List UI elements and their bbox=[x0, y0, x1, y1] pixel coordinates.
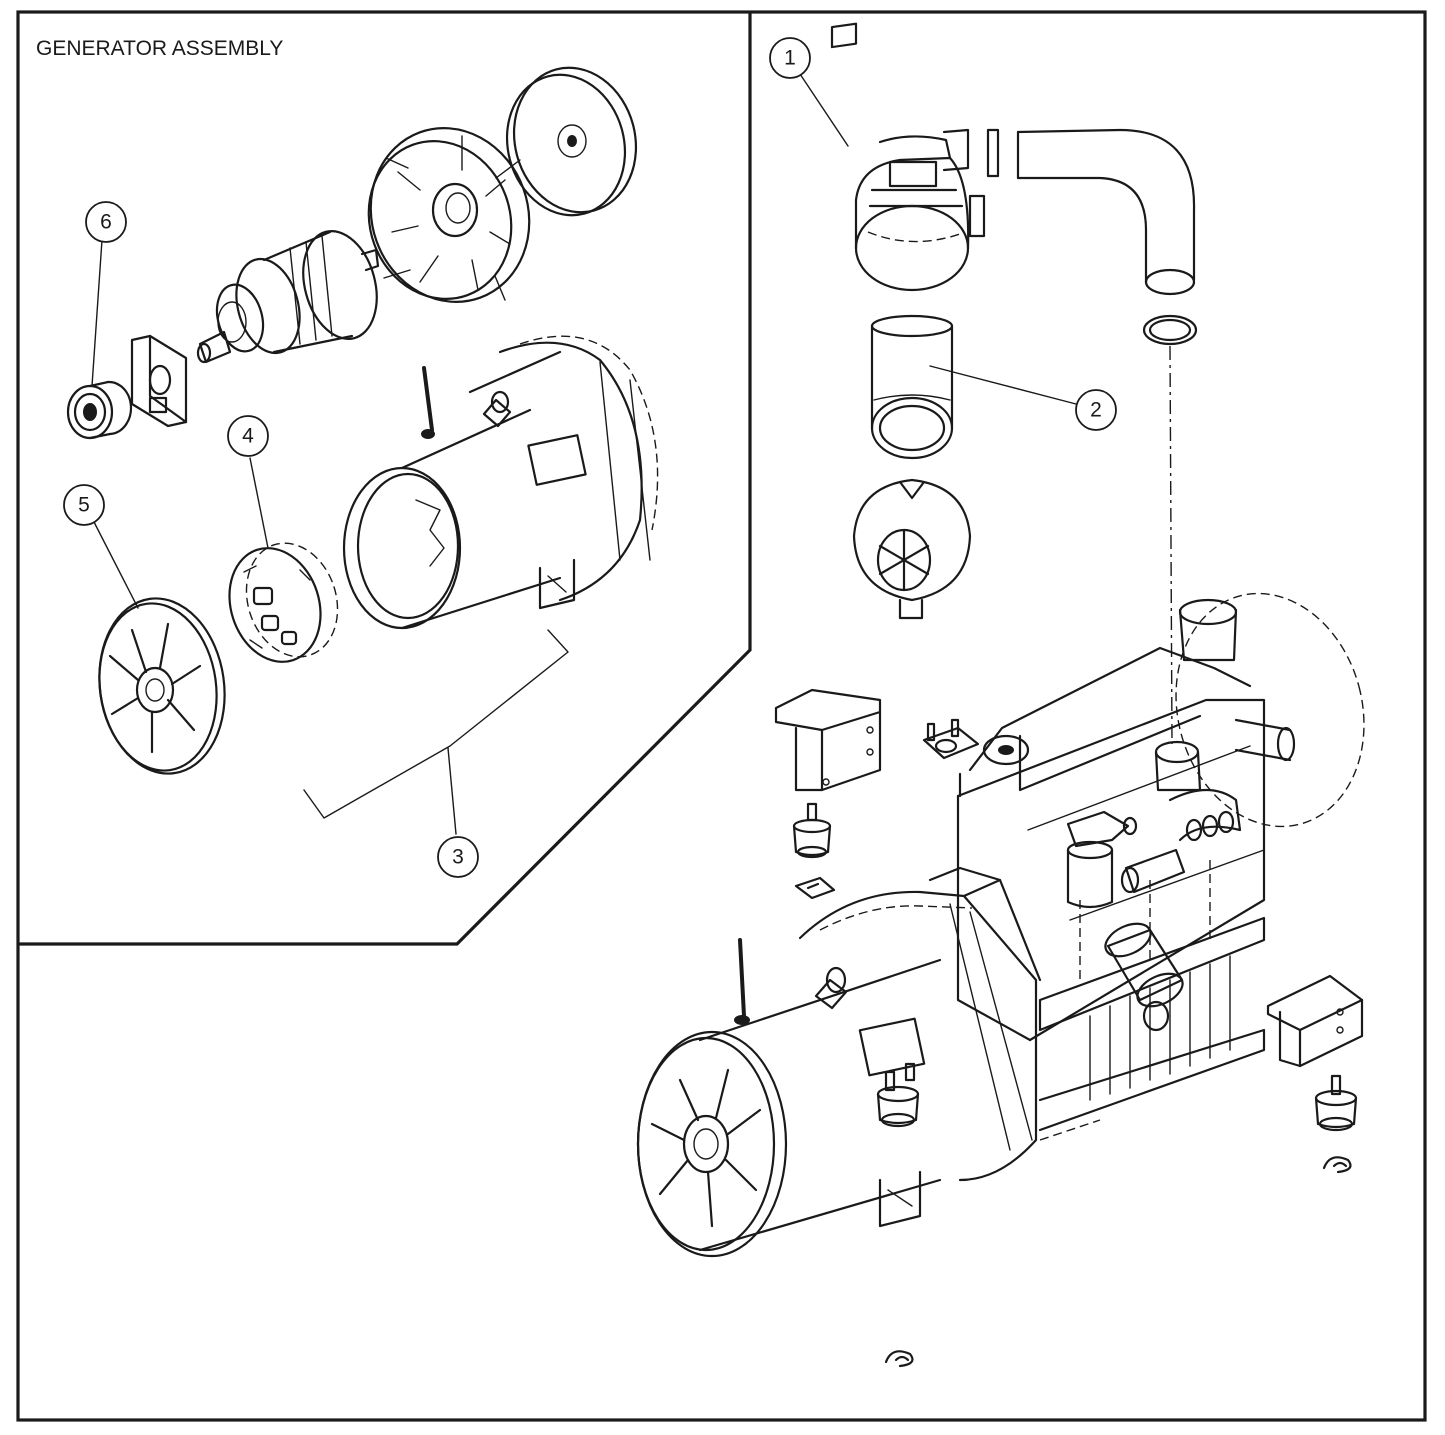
leader-3 bbox=[447, 747, 457, 835]
mount-bracket-left bbox=[774, 688, 882, 792]
rubber-mount-1 bbox=[792, 802, 836, 900]
mount-bracket-right bbox=[1266, 974, 1364, 1068]
engine-block bbox=[956, 598, 1296, 1141]
callout-1: 1 bbox=[769, 37, 811, 79]
hose-clamp bbox=[830, 22, 1000, 178]
callout-3: 3 bbox=[437, 836, 479, 878]
inset-title: GENERATOR ASSEMBLY bbox=[36, 37, 283, 60]
air-cleaner-top bbox=[854, 135, 986, 292]
air-cleaner-bowl bbox=[852, 478, 972, 620]
starter-motor bbox=[1120, 810, 1235, 894]
callout-4-label: 4 bbox=[242, 425, 254, 448]
callout-5-label: 5 bbox=[78, 494, 90, 517]
callout-4: 4 bbox=[227, 415, 269, 457]
rubber-mount-3 bbox=[876, 1062, 920, 1368]
inset-frame bbox=[18, 12, 752, 946]
fuel-filter bbox=[1066, 810, 1138, 909]
callout-5: 5 bbox=[63, 484, 105, 526]
cooling-fan bbox=[367, 127, 531, 303]
callout-2-label: 2 bbox=[1090, 399, 1102, 422]
flywheel-outline bbox=[1175, 592, 1365, 828]
rotor-armature bbox=[196, 230, 380, 364]
callout-3-label: 3 bbox=[452, 846, 464, 869]
brush-holder bbox=[130, 334, 188, 428]
leader-1 bbox=[799, 73, 849, 147]
callout-2: 2 bbox=[1075, 389, 1117, 431]
leader-5 bbox=[93, 521, 139, 609]
alignment-line bbox=[1169, 345, 1173, 745]
leader-4 bbox=[249, 457, 269, 549]
leader-6 bbox=[91, 239, 103, 387]
outer-frame bbox=[16, 10, 1427, 1422]
gasket-ring bbox=[1142, 314, 1198, 346]
callout-1-label: 1 bbox=[784, 47, 796, 70]
leader-2 bbox=[929, 365, 1077, 405]
exciter-stator bbox=[228, 542, 339, 663]
callout-6: 6 bbox=[85, 201, 127, 243]
fan-cover-disc bbox=[505, 66, 638, 217]
assembled-generator bbox=[636, 866, 1042, 1258]
filter-element bbox=[870, 314, 954, 460]
block-mount-stud bbox=[922, 718, 980, 760]
oil-filter bbox=[1104, 922, 1184, 1032]
end-bracket bbox=[98, 597, 226, 775]
callout-6-label: 6 bbox=[100, 211, 112, 234]
group-bracket bbox=[303, 629, 569, 819]
intake-elbow bbox=[1016, 128, 1196, 296]
rubber-mount-2 bbox=[1314, 1074, 1358, 1174]
generator-housing bbox=[342, 335, 659, 630]
bearing bbox=[66, 380, 133, 440]
